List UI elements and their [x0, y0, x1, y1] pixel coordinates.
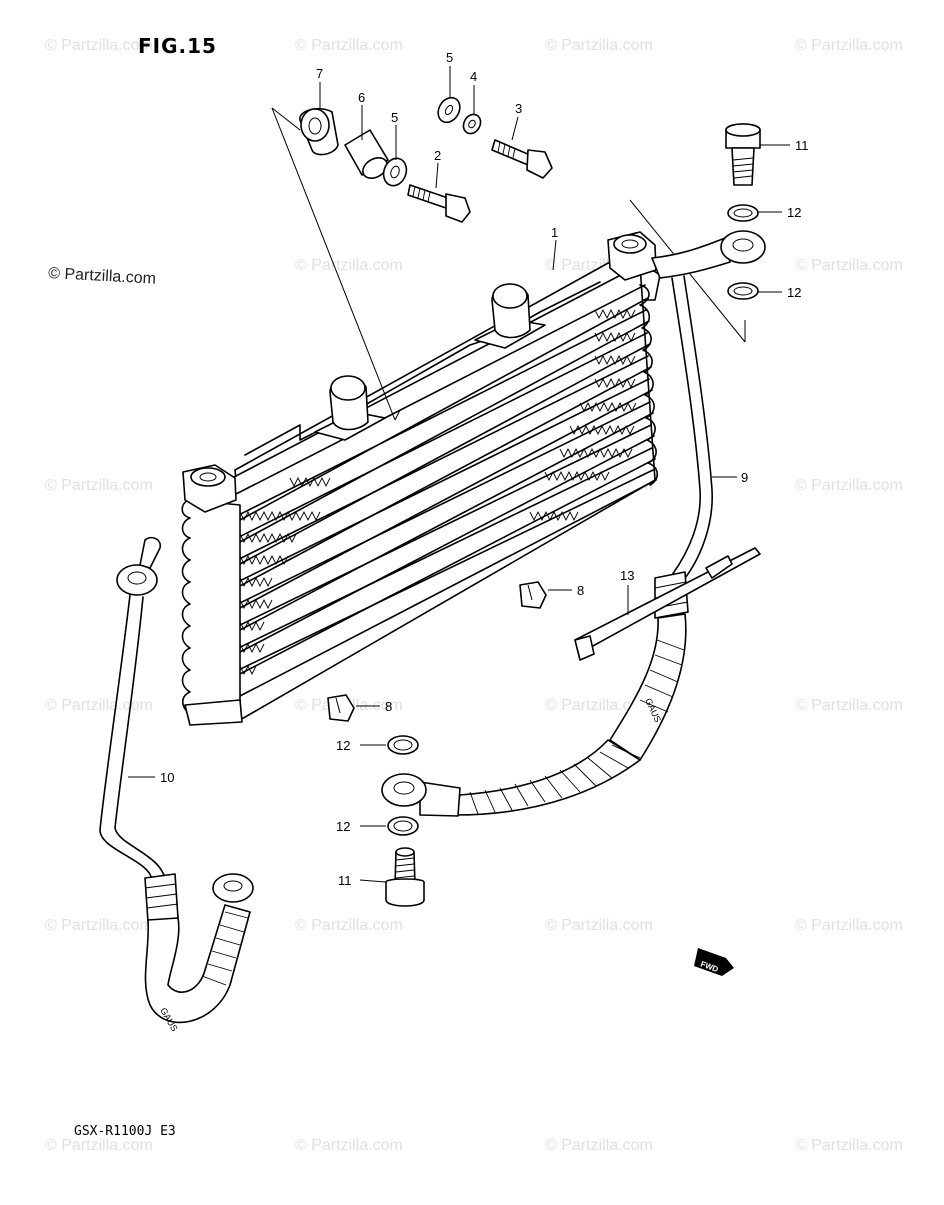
watermark: © Partzilla.com: [545, 697, 653, 714]
watermark: © Partzilla.com: [795, 477, 903, 494]
callout-2: 2: [434, 148, 441, 163]
callout-9: 9: [741, 470, 748, 485]
bolt-2: [407, 184, 471, 223]
cooler-fins: [239, 308, 637, 676]
watermark: © Partzilla.com: [795, 37, 903, 54]
washer-12-lower-b: [387, 816, 419, 836]
callout-1: 1: [551, 225, 558, 240]
hose-10: GAUS: [99, 536, 254, 1033]
callout-4: 4: [470, 69, 477, 84]
watermark: © Partzilla.com: [295, 917, 403, 934]
copyright-text: © Partzilla.com: [48, 265, 157, 288]
callout-5: 5: [391, 110, 398, 125]
callout-8: 8: [577, 583, 584, 598]
watermark: © Partzilla.com: [295, 1137, 403, 1154]
callout-3: 3: [515, 101, 522, 116]
watermark: © Partzilla.com: [795, 697, 903, 714]
collar-6: [344, 129, 389, 179]
banjo-fitting-lower: [381, 773, 461, 817]
watermark: © Partzilla.com: [545, 1137, 653, 1154]
watermark: © Partzilla.com: [45, 697, 153, 714]
model-code: GSX-R1100J E3: [74, 1124, 176, 1139]
callout-7: 7: [316, 66, 323, 81]
figure-title: FIG.15: [138, 34, 217, 58]
watermark: © Partzilla.com: [795, 257, 903, 274]
watermark: © Partzilla.com: [45, 917, 153, 934]
callout-5: 5: [446, 50, 453, 65]
callout-6: 6: [358, 90, 365, 105]
callout-10: 10: [160, 770, 174, 785]
watermarks: © Partzilla.com © Partzilla.com © Partzi…: [45, 37, 903, 1154]
callout-11: 11: [338, 873, 352, 888]
watermark: © Partzilla.com: [45, 477, 153, 494]
washer-12-upper-a: [727, 204, 759, 222]
watermark: © Partzilla.com: [545, 37, 653, 54]
watermark: © Partzilla.com: [545, 917, 653, 934]
banjo-bolt-11-lower: [385, 847, 425, 907]
hose-9: GAUS: [454, 275, 713, 816]
watermark: © Partzilla.com: [45, 1137, 153, 1154]
callouts: 7 6 5 5 4 3 2 1 11 12 12 9 13 8 8 12 12 …: [160, 50, 809, 888]
callout-8: 8: [385, 699, 392, 714]
callout-12: 12: [336, 738, 350, 753]
watermark: © Partzilla.com: [295, 37, 403, 54]
watermark: © Partzilla.com: [45, 37, 153, 54]
leader-lines: [128, 66, 790, 883]
callout-11: 11: [795, 138, 809, 153]
watermark: © Partzilla.com: [795, 917, 903, 934]
oil-cooler: [181, 231, 661, 726]
callout-12: 12: [787, 285, 801, 300]
clip-8-right: [519, 581, 547, 609]
watermark: © Partzilla.com: [295, 257, 403, 274]
washer-5a: [382, 157, 408, 187]
bolt-3: [491, 139, 553, 179]
fwd-arrow-icon: FWD: [694, 948, 734, 976]
washer-12-lower-a: [387, 735, 419, 755]
banjo-bolt-11-upper: [725, 123, 761, 186]
washer-5b: [437, 96, 461, 124]
banjo-fitting-upper: [651, 230, 766, 279]
lock-washer-4: [462, 113, 482, 135]
watermark: © Partzilla.com: [795, 1137, 903, 1154]
cooler-core-rows: [194, 284, 657, 697]
callout-12: 12: [336, 819, 350, 834]
clamp-13: [574, 547, 761, 661]
grommet-7: [299, 108, 339, 156]
callout-13: 13: [620, 568, 634, 583]
callout-12: 12: [787, 205, 801, 220]
washer-12-upper-b: [727, 282, 759, 300]
clip-8-left: [327, 694, 355, 722]
